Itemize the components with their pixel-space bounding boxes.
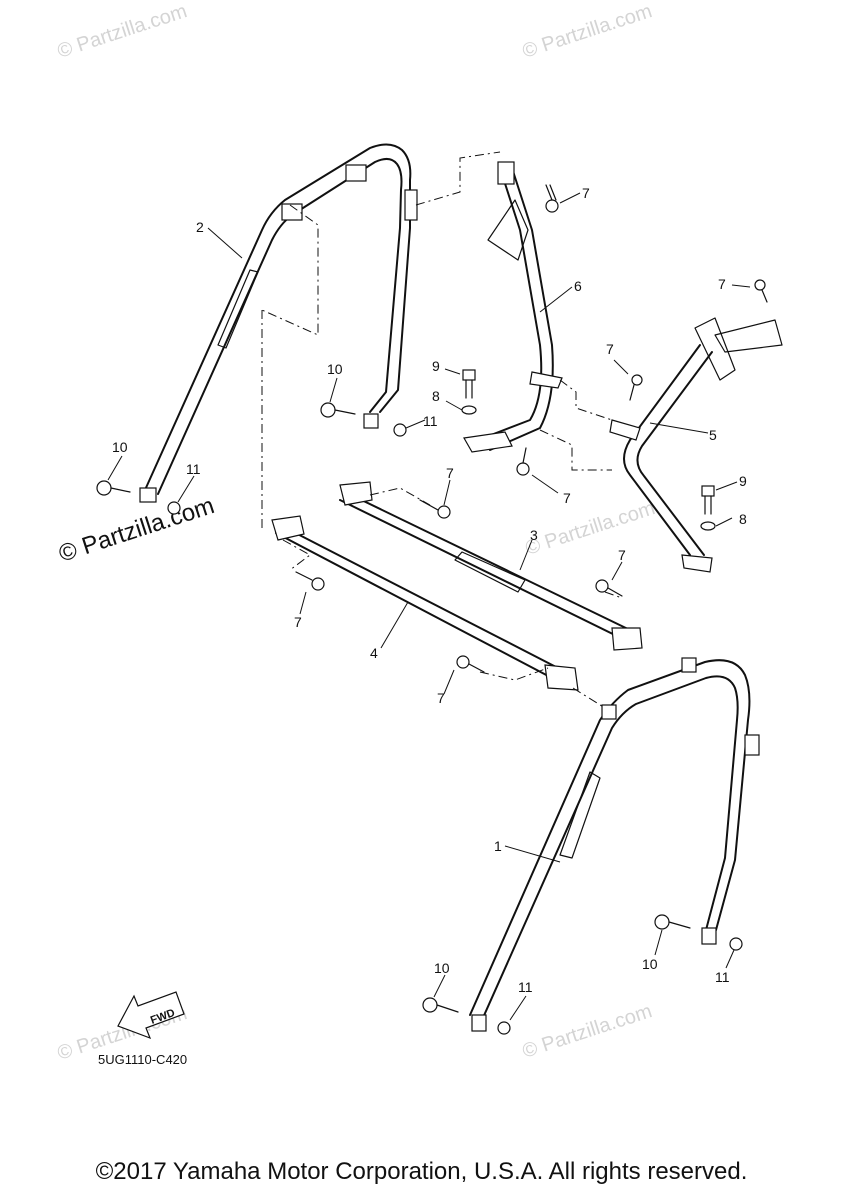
washer-8-b: [700, 521, 716, 531]
forward-arrow-icon: FWD: [117, 991, 185, 1040]
part-6-brace: [463, 161, 563, 453]
bolt-10-b: [96, 480, 131, 496]
bolt-7-bar3-right: [595, 579, 623, 597]
callout-9-a: 9: [432, 358, 440, 374]
bolt-9-b: [701, 485, 715, 515]
callout-7-bar3: 7: [446, 465, 454, 481]
callout-8-a: 8: [432, 388, 440, 404]
foot-1a: [471, 1014, 487, 1032]
foot-2b: [363, 413, 379, 429]
callout-11-a: 11: [423, 413, 438, 429]
bolt-7-bar4: [295, 571, 325, 591]
callout-7-right-top: 7: [718, 276, 726, 292]
clamp-2a: [281, 203, 303, 221]
bolt-7-bar4-right: [456, 655, 485, 673]
part-3-cross-bar: [339, 481, 643, 651]
callout-7-bar4: 7: [294, 614, 302, 630]
nut-11-b: [167, 501, 181, 515]
diagram-code: 5UG1110-C420: [98, 1052, 187, 1067]
callout-6: 6: [574, 278, 582, 294]
part-1-front-roll-bar: [469, 657, 760, 1032]
callout-8-b: 8: [739, 511, 747, 527]
callout-7-bar3-right: 7: [618, 547, 626, 563]
callout-3: 3: [530, 527, 538, 543]
bolt-10-a: [320, 402, 356, 418]
callout-10-c: 10: [642, 956, 658, 972]
callout-7-mid: 7: [606, 341, 614, 357]
bracket-6-top: [497, 161, 515, 185]
part-4-cross-bar: [271, 515, 579, 691]
bracket-2: [404, 189, 418, 221]
foot-5: [681, 554, 713, 573]
callout-10-b: 10: [112, 439, 128, 455]
foot-2a: [139, 487, 157, 503]
bolt-7-lower: [516, 447, 530, 476]
bolt-7-bar3: [419, 499, 451, 519]
watermark-top-right: © Partzilla.com: [520, 0, 655, 63]
bolt-10-c: [654, 914, 691, 930]
callout-7-bar4-right: 7: [437, 690, 445, 706]
clamp-2b: [345, 164, 367, 182]
alignment-lines: [261, 151, 623, 709]
callout-5: 5: [709, 427, 717, 443]
callout-10-a: 10: [327, 361, 343, 377]
clamp-1a: [681, 657, 697, 673]
watermark-bottom-right: © Partzilla.com: [520, 1000, 655, 1063]
callout-2: 2: [196, 219, 204, 235]
callout-10-d: 10: [434, 960, 450, 976]
part-5-brace: [609, 317, 783, 573]
watermark-top-left: © Partzilla.com: [55, 0, 190, 63]
leader-lines: [107, 192, 751, 1021]
callout-11-c: 11: [715, 969, 730, 985]
callout-7-top: 7: [582, 185, 590, 201]
bolt-7-top: [545, 184, 559, 213]
bolt-10-d: [422, 997, 459, 1013]
foot-1b: [701, 927, 717, 945]
bolt-9-a: [462, 369, 476, 399]
nut-11-a: [393, 423, 407, 437]
part-2-rear-roll-bar: [139, 143, 418, 503]
callout-11-b: 11: [186, 461, 201, 477]
watermark-main: © Partzilla.com: [56, 492, 218, 568]
callout-11-d: 11: [518, 979, 533, 995]
bolt-7-right-top: [754, 279, 768, 303]
callout-9-b: 9: [739, 473, 747, 489]
callout-1: 1: [494, 838, 502, 854]
foot-6: [463, 431, 513, 453]
fasteners: [96, 184, 768, 1035]
callout-7-lower: 7: [563, 490, 571, 506]
clamp-1b: [601, 704, 617, 720]
bracket-1: [744, 734, 760, 756]
callout-4: 4: [370, 645, 378, 661]
washer-8-a: [461, 405, 477, 415]
copyright-notice: ©2017 Yamaha Motor Corporation, U.S.A. A…: [95, 1158, 748, 1185]
watermark-mid-right: © Partzilla.com: [523, 497, 658, 560]
callouts: 1 2 3 4 5 6 7 7 7 7 7 7 7 7 8 8 9 9 10 1…: [112, 185, 747, 995]
nut-11-d: [497, 1021, 511, 1035]
bolt-7-mid: [629, 374, 643, 401]
nut-11-c: [729, 937, 743, 951]
